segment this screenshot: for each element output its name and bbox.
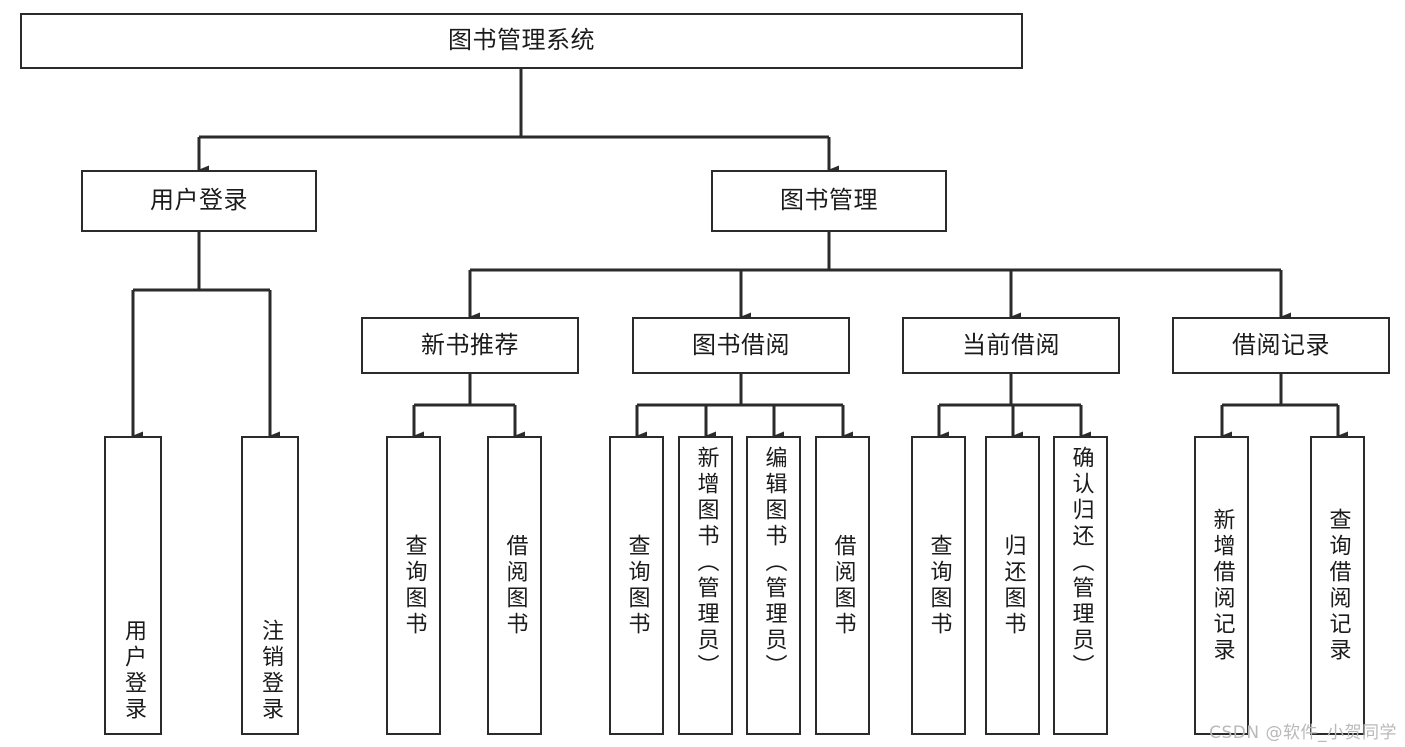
node-leaf-bw-add-book[interactable]: 新增图书（管理员） xyxy=(678,436,733,735)
node-root[interactable]: 图书管理系统 xyxy=(20,13,1023,69)
node-borrow-record[interactable]: 借阅记录 xyxy=(1172,317,1390,374)
node-leaf-user-logout[interactable]: 注销登录 xyxy=(241,436,299,735)
node-user-login[interactable]: 用户登录 xyxy=(81,170,317,232)
node-new-book-rec-label: 新书推荐 xyxy=(421,330,519,359)
node-leaf-bw-borrow-book[interactable]: 借阅图书 xyxy=(815,436,870,735)
node-user-login-label: 用户登录 xyxy=(150,186,248,215)
node-leaf-rec-query-book[interactable]: 查询图书 xyxy=(386,436,441,735)
node-leaf-rec-borrow-book[interactable]: 借阅图书 xyxy=(487,436,542,735)
node-leaf-br-add-record-label: 新增借阅记录 xyxy=(1209,507,1235,664)
node-leaf-br-add-record[interactable]: 新增借阅记录 xyxy=(1194,436,1249,735)
node-leaf-rec-query-book-label: 查询图书 xyxy=(401,533,427,638)
node-book-borrow[interactable]: 图书借阅 xyxy=(632,317,850,374)
node-leaf-br-query-record-label: 查询借阅记录 xyxy=(1325,507,1351,664)
node-book-borrow-label: 图书借阅 xyxy=(692,330,790,359)
node-leaf-bw-edit-book-label: 编辑图书（管理员） xyxy=(761,446,787,680)
node-new-book-rec[interactable]: 新书推荐 xyxy=(361,317,579,374)
node-leaf-cb-query-book-label: 查询图书 xyxy=(926,533,952,638)
node-leaf-cb-confirm-return[interactable]: 确认归还（管理员） xyxy=(1053,436,1108,735)
node-leaf-user-login-label: 用户登录 xyxy=(121,619,146,723)
node-leaf-bw-query-book[interactable]: 查询图书 xyxy=(609,436,664,735)
csdn-watermark: CSDN @软件_小贺同学 xyxy=(1209,723,1397,743)
node-leaf-user-login[interactable]: 用户登录 xyxy=(104,436,162,735)
node-book-manage-label: 图书管理 xyxy=(780,186,878,215)
node-leaf-bw-edit-book[interactable]: 编辑图书（管理员） xyxy=(746,436,801,735)
node-leaf-bw-borrow-book-label: 借阅图书 xyxy=(830,533,856,638)
node-root-label: 图书管理系统 xyxy=(448,26,595,55)
node-leaf-rec-borrow-book-label: 借阅图书 xyxy=(502,533,528,638)
node-leaf-br-query-record[interactable]: 查询借阅记录 xyxy=(1310,436,1365,735)
node-current-borrow-label: 当前借阅 xyxy=(962,330,1060,359)
node-leaf-user-logout-label: 注销登录 xyxy=(258,619,283,723)
node-current-borrow[interactable]: 当前借阅 xyxy=(902,317,1120,374)
node-book-manage[interactable]: 图书管理 xyxy=(711,170,947,232)
node-borrow-record-label: 借阅记录 xyxy=(1232,330,1330,359)
node-leaf-cb-return-book-label: 归还图书 xyxy=(1000,533,1026,638)
node-leaf-bw-add-book-label: 新增图书（管理员） xyxy=(693,446,719,680)
node-leaf-cb-query-book[interactable]: 查询图书 xyxy=(911,436,966,735)
node-leaf-cb-return-book[interactable]: 归还图书 xyxy=(985,436,1040,735)
node-leaf-cb-confirm-return-label: 确认归还（管理员） xyxy=(1068,446,1094,680)
node-leaf-bw-query-book-label: 查询图书 xyxy=(624,533,650,638)
